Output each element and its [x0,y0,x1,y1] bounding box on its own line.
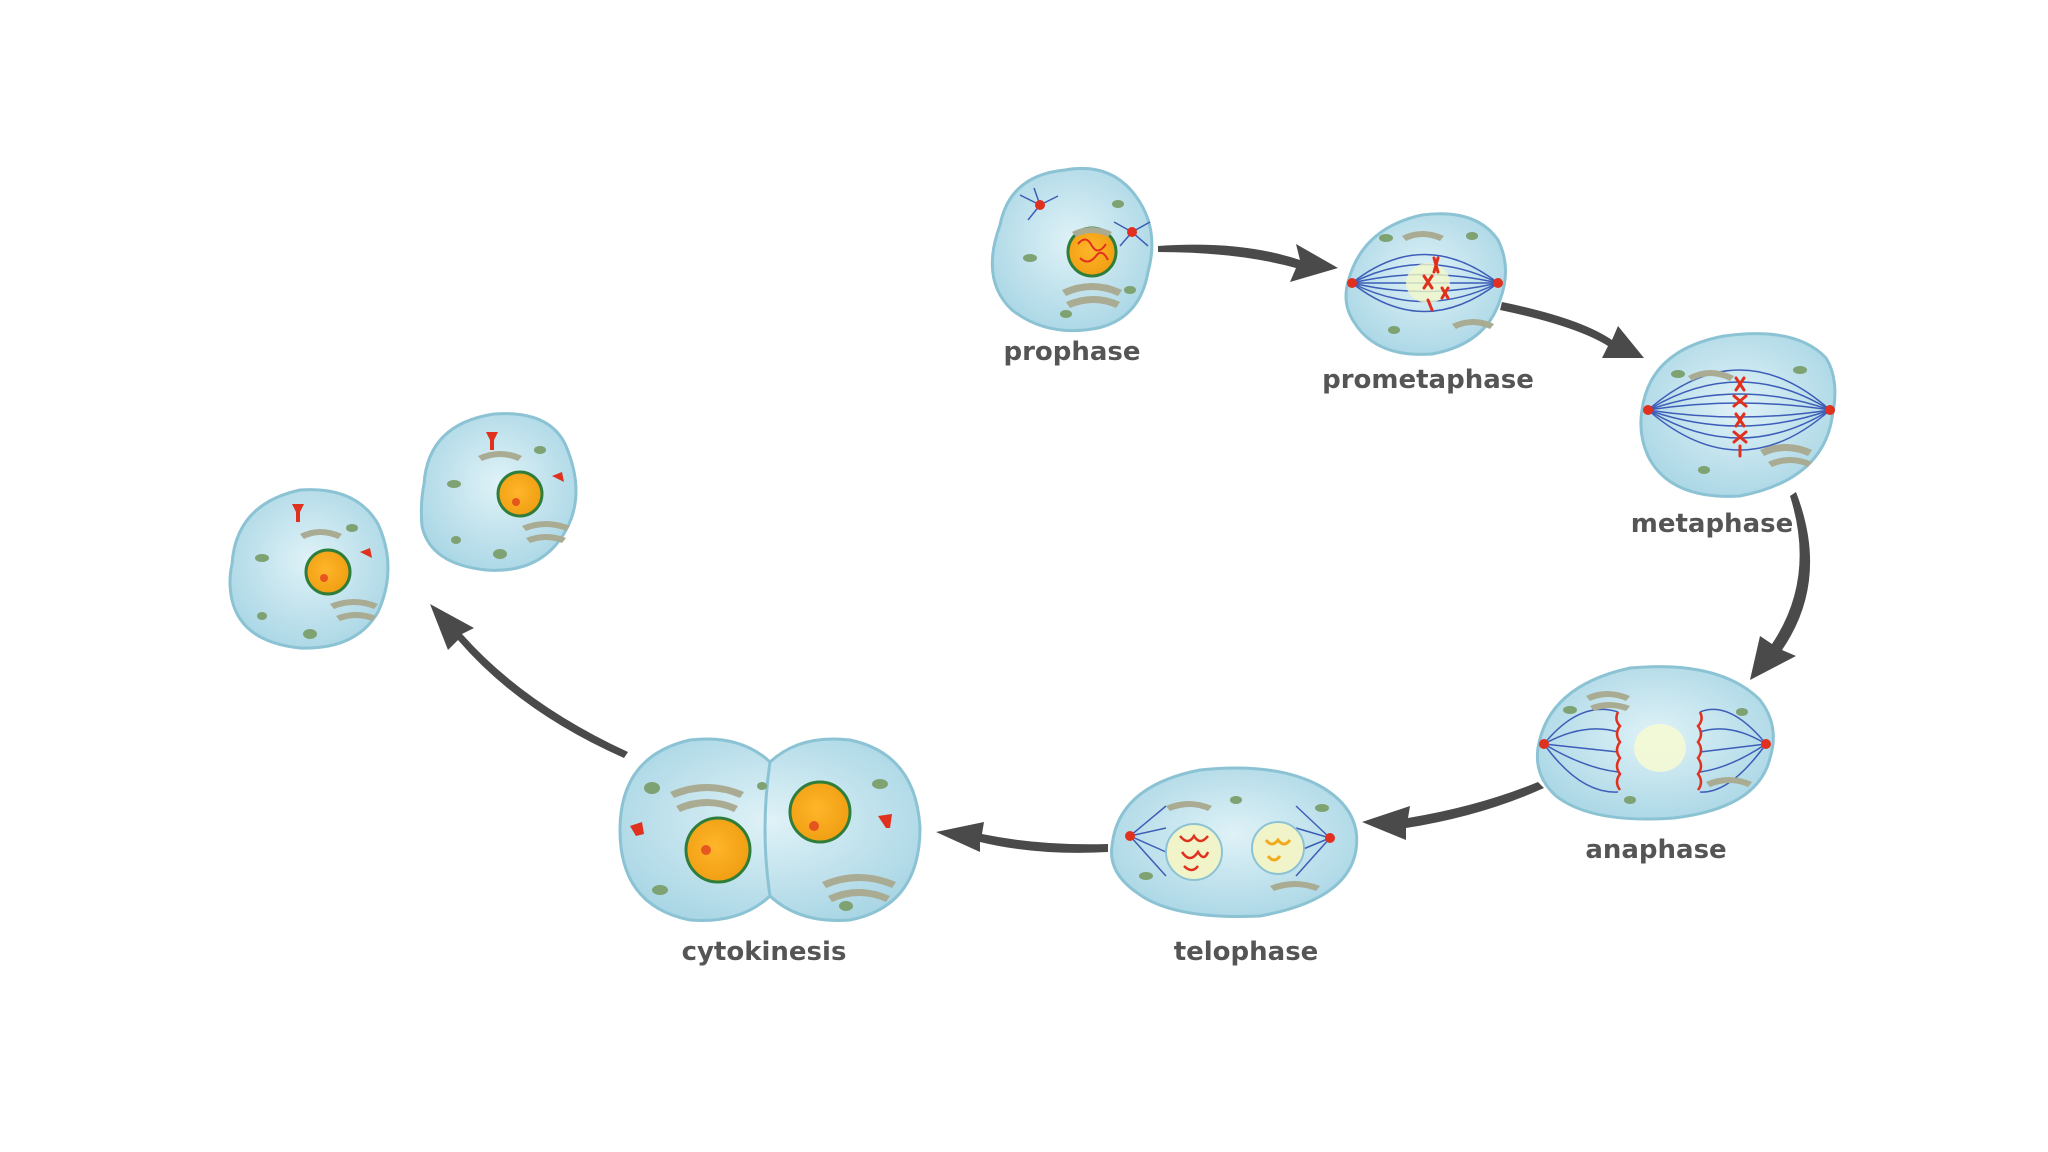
label-anaphase: anaphase [1585,835,1726,865]
cell-cytokinesis [618,737,922,922]
cell-prometaphase [1344,212,1507,356]
daughter-cell-left [228,488,390,650]
cell-prophase [990,166,1154,333]
label-telophase: telophase [1174,937,1319,967]
stage-labels: prophase prometaphase metaphase anaphase… [682,337,1794,967]
label-prometaphase: prometaphase [1322,365,1534,395]
arrow-cytokinesis-to-daughters [430,604,628,758]
cell-anaphase [1535,665,1775,821]
daughter-cell-right [419,412,578,572]
arrow-prometaphase-to-metaphase [1500,302,1644,358]
arrow-telophase-to-cytokinesis [936,822,1108,853]
cell-telophase [1110,766,1359,918]
label-metaphase: metaphase [1631,509,1793,539]
arrow-metaphase-to-anaphase [1750,492,1811,680]
arrow-anaphase-to-telophase [1362,782,1544,840]
label-cytokinesis: cytokinesis [682,937,847,967]
cycle-arrows [430,244,1811,853]
arrow-prophase-to-prometaphase [1158,244,1338,282]
cell-metaphase [1639,332,1837,498]
label-prophase: prophase [1003,337,1140,367]
